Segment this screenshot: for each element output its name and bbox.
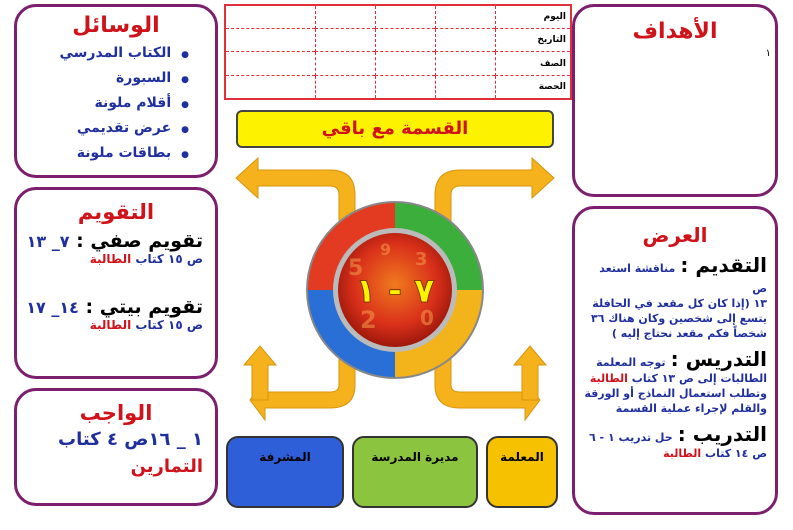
goals-mark: ١ [765, 48, 771, 59]
arrow-top-right-icon [434, 156, 555, 231]
table-row: اليوم [224, 4, 572, 30]
tools-item: عرض تقديمي [17, 117, 189, 142]
intro-heading: التقديم : [680, 253, 767, 277]
center-equation: ٧ - ١ [355, 271, 435, 311]
tools-item: أقلام ملونة [17, 92, 189, 117]
table-row: الصف [224, 51, 572, 76]
svg-text:2: 2 [360, 306, 377, 334]
svg-text:5: 5 [348, 256, 363, 281]
class-evaluation-nums: ٧_ ١٣ [26, 232, 70, 251]
tools-box: الوسائل الكتاب المدرسي السبورة أقلام ملو… [14, 4, 218, 178]
goals-title: الأهداف [632, 19, 718, 44]
background-digits: 5 3 2 0 9 [348, 240, 434, 334]
number-core [338, 233, 452, 347]
class-evaluation-line: تقويم صفي : ٧_ ١٣ [17, 230, 215, 252]
teaching-heading: التدريس : [670, 347, 767, 371]
teacher-signature-box: المعلمة [486, 436, 558, 508]
svg-text:3: 3 [415, 249, 428, 270]
training-section: التدريب : حل تدريب ١ - ٦ ص ١٤ كتاب الطال… [575, 422, 775, 461]
training-text: حل تدريب ١ - ٦ [588, 431, 673, 444]
home-evaluation-label: تقويم بيتي : [85, 296, 203, 318]
home-evaluation-nums: ١٤_ ١٧ [26, 298, 79, 317]
table-row: التاريخ [224, 28, 572, 53]
class-evaluation-label: تقويم صفي : [76, 230, 203, 252]
table-label: التاريخ [495, 28, 572, 53]
tools-item: الكتاب المدرسي [17, 42, 189, 67]
student-word: الطالبة [89, 252, 132, 266]
homework-box: الواجب ١ _ ١٦ص ٤ كتاب التمارين [14, 388, 218, 506]
svg-text:9: 9 [380, 240, 391, 259]
tools-title: الوسائل [72, 13, 160, 38]
evaluation-box: التقويم تقويم صفي : ٧_ ١٣ ص ١٥ كتاب الطا… [14, 187, 218, 379]
table-row: الحصة [224, 74, 572, 100]
lesson-title-banner: القسمة مع باقي [236, 110, 554, 148]
home-evaluation-line: تقويم بيتي : ١٤_ ١٧ [17, 296, 215, 318]
homework-title: الواجب [79, 401, 153, 425]
student-word: الطالبة [89, 318, 132, 332]
teaching-section: التدريس : توجه المعلمة الطالبات إلى ص ١٣… [575, 347, 775, 416]
teaching-text: توجه المعلمة [596, 356, 666, 369]
intro-section: التقديم : مناقشة استعد ص ١٣ (إذا كان كل … [575, 253, 775, 341]
table-label: الحصة [495, 74, 572, 100]
goals-box: الأهداف ١ [572, 4, 778, 197]
table-label: الصف [495, 51, 572, 76]
table-label: اليوم [495, 4, 572, 30]
presentation-box: العرض التقديم : مناقشة استعد ص ١٣ (إذا ك… [572, 206, 778, 515]
evaluation-title: التقويم [77, 200, 155, 224]
student-word: الطالبة [589, 372, 628, 385]
home-evaluation-page: ص ١٥ كتاب الطالبة [89, 318, 203, 332]
homework-exercises: التمارين [130, 456, 203, 477]
center-diagram: 5 3 2 0 9 ٧ - ١ [235, 156, 555, 422]
arrow-top-left-icon [235, 156, 356, 231]
supervisor-signature-box: المشرفة [226, 436, 344, 508]
intro-text: مناقشة استعد ص [599, 262, 767, 295]
presentation-title: العرض [642, 223, 708, 247]
info-table: اليوم التاريخ الصف الحصة [224, 4, 572, 100]
arrow-bottom-left-icon [242, 339, 356, 422]
tools-item: السبورة [17, 67, 189, 92]
homework-line: ١ _ ١٦ص ٤ كتاب [58, 429, 203, 450]
arrow-bottom-right-icon [434, 339, 548, 422]
colored-ring [306, 201, 484, 379]
student-word: الطالبة [663, 447, 702, 460]
tools-item: بطاقات ملونة [17, 142, 189, 167]
training-heading: التدريب : [677, 422, 767, 446]
class-evaluation-page: ص ١٥ كتاب الطالبة [89, 252, 203, 266]
teaching-text: الطالبات إلى ص ١٣ كتاب الطالبة [589, 372, 767, 385]
tools-list: الكتاب المدرسي السبورة أقلام ملونة عرض ت… [17, 42, 215, 167]
intro-text: ١٣ (إذا كان كل مقعد في الحافلة يتسع إلى … [591, 297, 767, 340]
svg-text:0: 0 [420, 306, 434, 330]
training-text: ص ١٤ كتاب الطالبة [663, 447, 767, 460]
teaching-text: وتطلب استعمال النماذج أو الورقة والقلم ل… [584, 387, 767, 415]
principal-signature-box: مديرة المدرسة [352, 436, 478, 508]
